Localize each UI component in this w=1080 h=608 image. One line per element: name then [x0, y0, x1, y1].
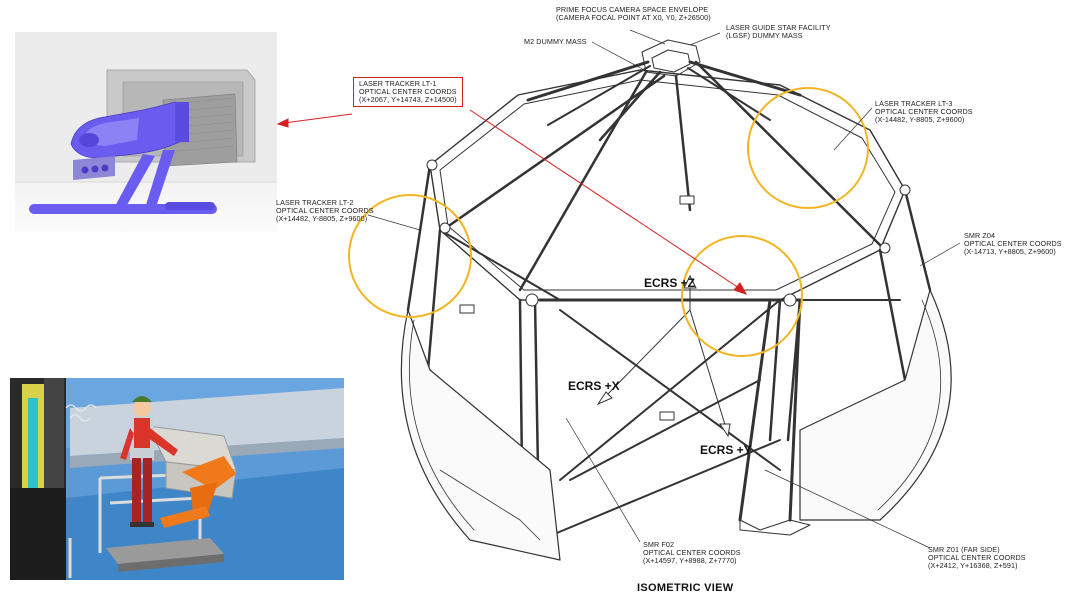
ecrs-y-label: ECRS +Y — [700, 443, 752, 457]
leader-lines — [367, 29, 961, 549]
m2-dummy-mass-label: M2 DUMMY MASS — [524, 37, 587, 46]
lt3-highlight-circle — [747, 87, 869, 209]
frame-structure — [400, 39, 952, 561]
isometric-view-caption: ISOMETRIC VIEW — [637, 582, 734, 594]
tracker-render — [15, 32, 277, 232]
prime-focus-label: PRIME FOCUS CAMERA SPACE ENVELOPE (CAMER… — [556, 5, 711, 22]
worker-render — [10, 378, 344, 580]
y-axis-arrow — [719, 423, 731, 438]
tracker-render-panel — [15, 32, 277, 232]
smr-z01-label: SMR Z01 (FAR SIDE) OPTICAL CENTER COORDS… — [928, 545, 1026, 570]
x-axis-arrow — [596, 391, 613, 406]
lt1-label: LASER TRACKER LT-1 OPTICAL CENTER COORDS… — [353, 77, 463, 107]
worker-render-panel — [10, 378, 344, 580]
z-axis-arrow — [683, 274, 697, 289]
lt2-highlight-circle — [348, 194, 472, 318]
smr-f02-label: SMR F02 OPTICAL CENTER COORDS (X+14597, … — [643, 540, 741, 565]
lt2-label: LASER TRACKER LT-2 OPTICAL CENTER COORDS… — [276, 198, 374, 223]
smr-z04-label: SMR Z04 OPTICAL CENTER COORDS (X-14713, … — [964, 231, 1062, 256]
ecrs-z-label: ECRS +Z — [644, 276, 696, 290]
lgsf-label: LASER GUIDE STAR FACILITY (LGSF) DUMMY M… — [726, 23, 831, 40]
lt3-label: LASER TRACKER LT-3 OPTICAL CENTER COORDS… — [875, 99, 973, 124]
ecrs-x-label: ECRS +X — [568, 379, 620, 393]
highlight-circles — [348, 87, 869, 357]
lt1-highlight-circle — [681, 235, 803, 357]
lt1-callout-arrows — [276, 109, 748, 295]
ecrs-axes — [596, 274, 731, 438]
